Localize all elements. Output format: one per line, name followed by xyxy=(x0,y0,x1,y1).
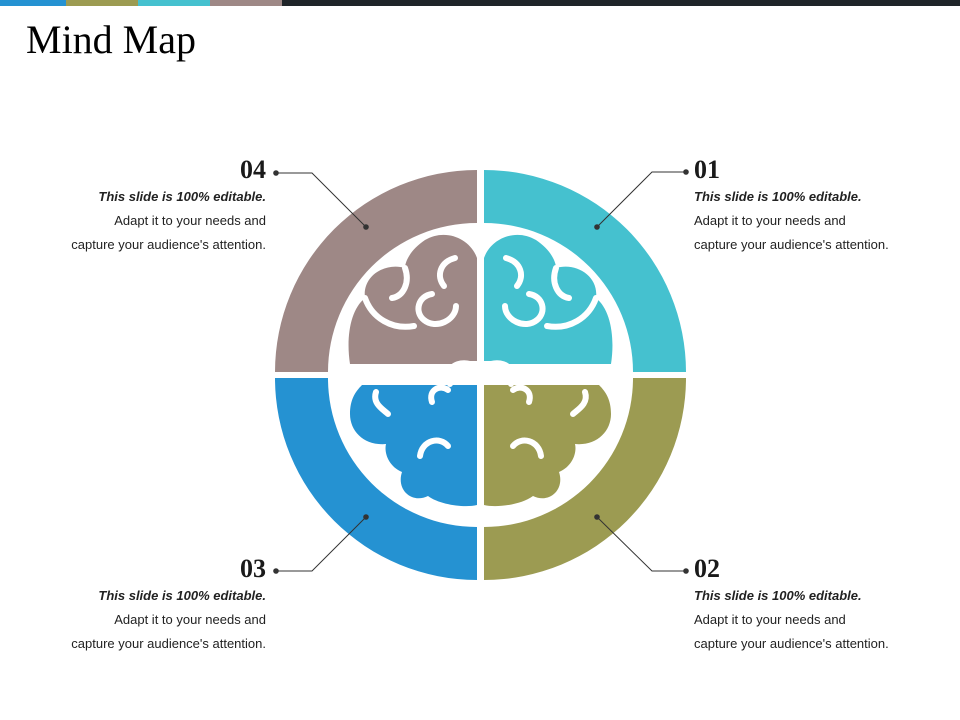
fold-top-right-2 xyxy=(502,291,546,327)
top-bar-segment-teal xyxy=(138,0,210,6)
item-04-line1: Adapt it to your needs and xyxy=(114,213,266,228)
fold-top-right-4 xyxy=(544,295,599,330)
item-04: 04 This slide is 100% editable. Adapt it… xyxy=(71,155,266,257)
item-02: 02 This slide is 100% editable. Adapt it… xyxy=(694,554,889,656)
fold-bottom-left-2 xyxy=(428,384,451,405)
item-02-line1: Adapt it to your needs and xyxy=(694,612,846,627)
item-02-line2: capture your audience's attention. xyxy=(694,636,889,651)
connector-04-inner-dot xyxy=(363,224,369,230)
item-04-heading: This slide is 100% editable. xyxy=(98,189,266,204)
connectors xyxy=(276,171,686,572)
page-title: Mind Map xyxy=(26,17,196,62)
connector-01-outer-dot xyxy=(683,169,689,175)
connector-01 xyxy=(596,171,686,228)
fold-center-top xyxy=(447,360,514,387)
top-bar-segment-mauve xyxy=(210,0,282,6)
item-03-line1: Adapt it to your needs and xyxy=(114,612,266,627)
connector-02-inner-dot xyxy=(594,514,600,520)
connector-dots xyxy=(273,169,689,574)
item-03-line2: capture your audience's attention. xyxy=(71,636,266,651)
connector-03-inner-dot xyxy=(363,514,369,520)
top-bar-segment-dark xyxy=(282,0,960,6)
quadrant-03-ring xyxy=(275,378,477,580)
fold-top-right-3 xyxy=(551,265,572,301)
item-04-line2: capture your audience's attention. xyxy=(71,237,266,252)
item-01: 01 This slide is 100% editable. Adapt it… xyxy=(694,155,889,257)
connector-04-outer-dot xyxy=(273,170,279,176)
item-03: 03 This slide is 100% editable. Adapt it… xyxy=(71,554,266,656)
top-color-bar xyxy=(0,0,960,6)
quadrant-01-ring xyxy=(484,170,686,372)
fold-top-left-3 xyxy=(389,265,410,301)
fold-top-right-1 xyxy=(503,255,524,289)
brain-folds xyxy=(362,255,599,459)
item-02-heading: This slide is 100% editable. xyxy=(694,588,862,603)
item-04-number: 04 xyxy=(240,155,266,184)
item-01-line2: capture your audience's attention. xyxy=(694,237,889,252)
connector-04 xyxy=(276,172,367,228)
fold-bottom-right-2 xyxy=(510,384,533,405)
item-01-number: 01 xyxy=(694,155,720,184)
item-02-number: 02 xyxy=(694,554,720,583)
top-bar-segment-blue xyxy=(0,0,66,6)
quadrant-02-ring xyxy=(484,378,686,580)
connector-01-inner-dot xyxy=(594,224,600,230)
item-01-line1: Adapt it to your needs and xyxy=(694,213,846,228)
top-bar-segment-olive xyxy=(66,0,138,6)
connector-03-outer-dot xyxy=(273,568,279,574)
fold-top-left-2 xyxy=(415,291,459,327)
fold-top-left-1 xyxy=(437,255,458,289)
fold-bottom-left-1 xyxy=(372,389,391,417)
fold-bottom-left-3 xyxy=(417,437,451,459)
connector-02-outer-dot xyxy=(683,568,689,574)
fold-bottom-right-3 xyxy=(510,437,544,459)
brain-lobe-bottom-right xyxy=(484,385,611,507)
fold-bottom-right-1 xyxy=(570,389,589,417)
connector-03 xyxy=(276,516,367,572)
fold-top-left-4 xyxy=(362,295,417,330)
item-01-heading: This slide is 100% editable. xyxy=(694,189,862,204)
connector-02 xyxy=(596,516,686,572)
brain-lobe-bottom-left xyxy=(350,385,477,507)
item-03-number: 03 xyxy=(240,554,266,583)
quadrant-04-ring xyxy=(275,170,477,372)
item-03-heading: This slide is 100% editable. xyxy=(98,588,266,603)
